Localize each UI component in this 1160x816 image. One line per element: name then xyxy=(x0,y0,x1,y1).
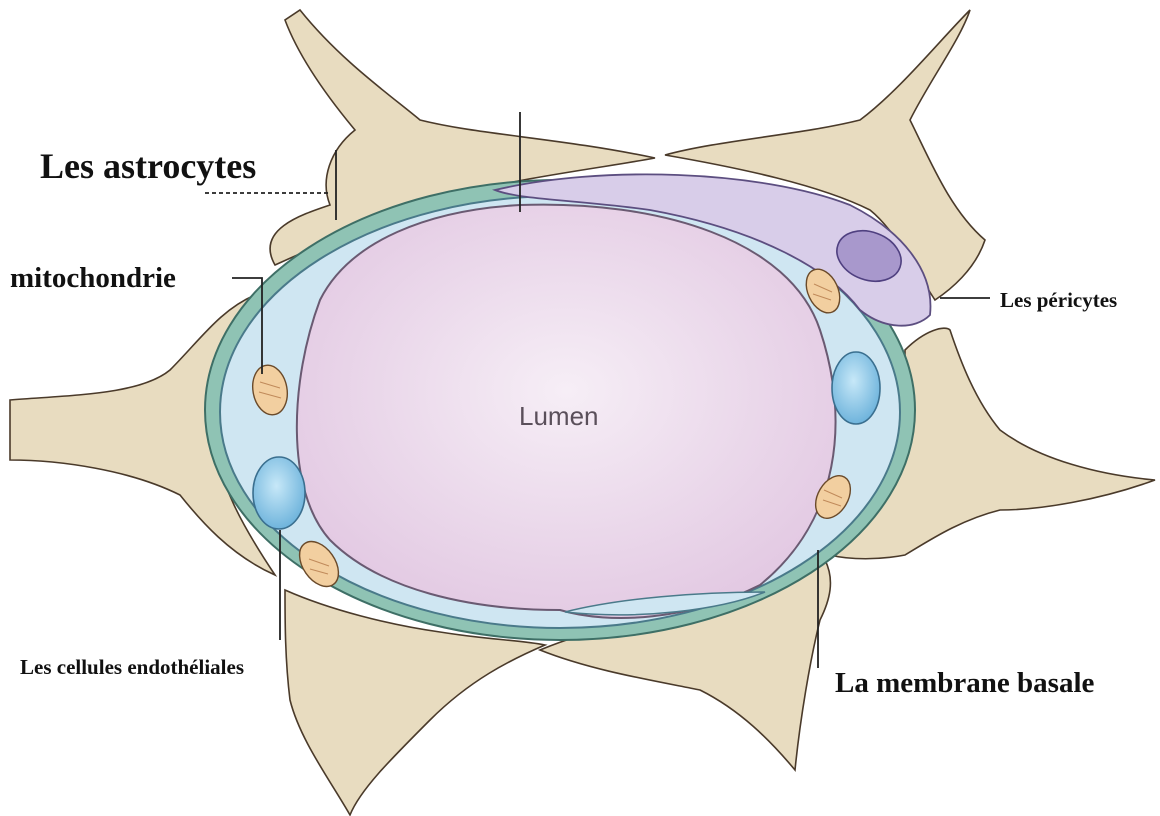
basal-membrane-label: La membrane basale xyxy=(835,667,1094,700)
endothelial-nucleus-right xyxy=(832,352,880,424)
mitochondrie-label: mitochondrie xyxy=(10,262,176,295)
endothelial-label: Les cellules endothéliales xyxy=(20,655,244,680)
lumen-label: Lumen xyxy=(519,401,599,432)
pericytes-label: Les péricytes xyxy=(1000,288,1117,313)
endothelial-nucleus-left xyxy=(253,457,305,529)
astrocytes-label: Les astrocytes xyxy=(40,145,256,187)
